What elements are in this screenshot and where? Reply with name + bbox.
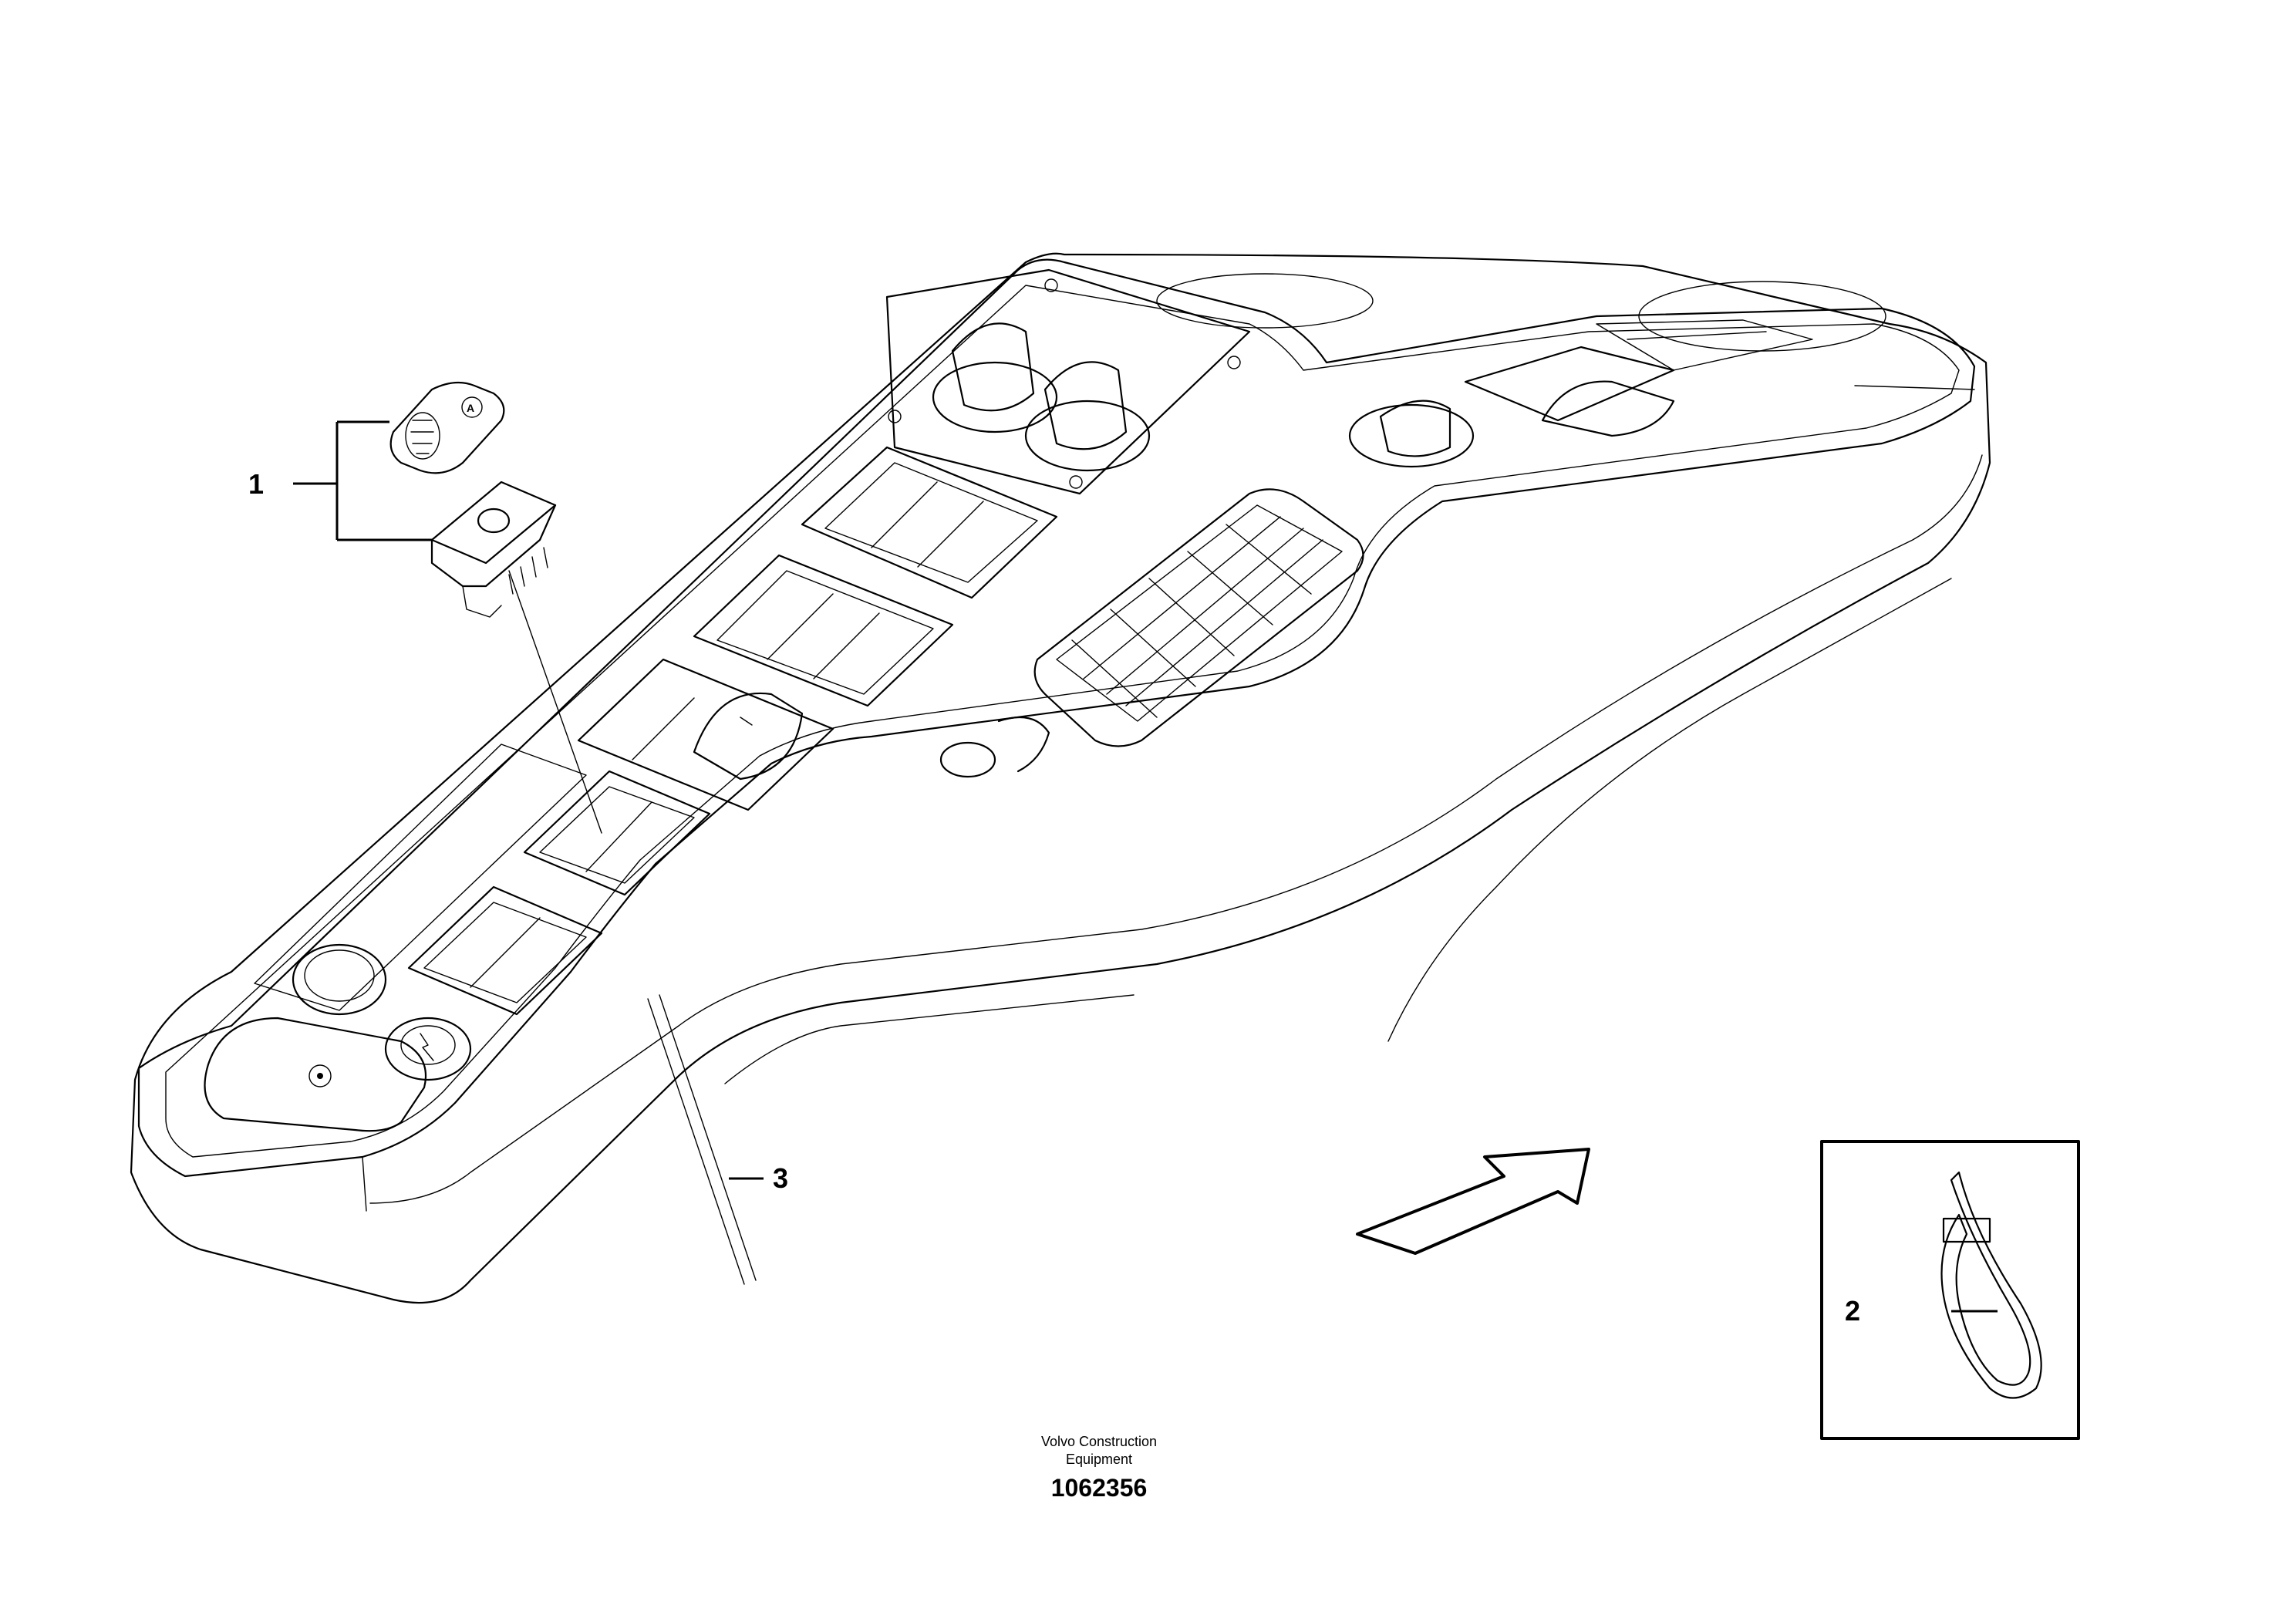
switch-panel — [693, 554, 954, 707]
screw-icon — [888, 410, 902, 423]
part-2-inset — [1820, 1140, 2080, 1440]
power-socket — [384, 1017, 472, 1081]
switch-body — [430, 481, 557, 565]
logo-mark — [939, 716, 1050, 778]
keypad — [1033, 488, 1364, 747]
cable-tie-icon — [1940, 1171, 2042, 1399]
callout-2: 2 — [1845, 1295, 1860, 1327]
screw-icon — [1227, 356, 1241, 369]
switch-panel — [407, 885, 603, 1016]
company-name-line1: Volvo Construction — [1041, 1434, 1157, 1449]
switch-panel — [523, 770, 711, 896]
screw-icon — [1069, 475, 1083, 489]
switch-panel — [801, 446, 1058, 599]
round-cap — [292, 943, 387, 1016]
rocker-switch-panel — [1464, 319, 1813, 437]
svg-text:A: A — [467, 402, 474, 414]
callout-3: 3 — [773, 1162, 788, 1194]
front-tray — [204, 1017, 427, 1132]
part-1-switch: A — [389, 381, 557, 618]
leader-lines — [293, 420, 1998, 1313]
callout-1: 1 — [248, 468, 264, 500]
company-name-line2: Equipment — [1066, 1452, 1132, 1467]
switch-cap — [389, 381, 505, 474]
switch-panel-rocker — [577, 658, 834, 811]
screw-icon — [1044, 278, 1058, 292]
rotary-knob — [1348, 400, 1475, 468]
drawing-number: 1062356 — [1051, 1474, 1148, 1502]
control-console — [130, 252, 1991, 1304]
rotary-knob — [932, 322, 1058, 433]
rotary-knob — [1024, 361, 1151, 472]
direction-arrow — [1356, 1148, 1590, 1255]
display-recess — [254, 744, 587, 1011]
rotary-switch-plate — [885, 268, 1251, 495]
